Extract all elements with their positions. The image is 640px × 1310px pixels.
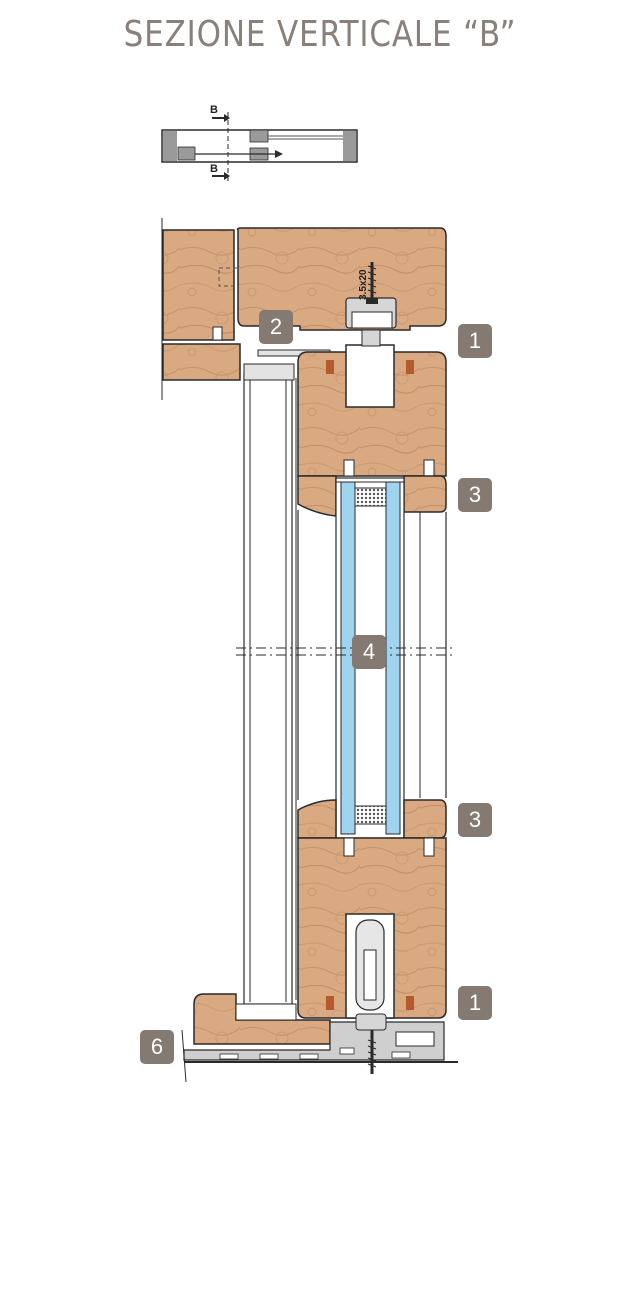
screw-top: [366, 262, 378, 304]
break-line: [236, 647, 452, 656]
sash-top-rail: [297, 329, 447, 517]
callout-2: 2: [259, 310, 293, 344]
callout-6: 6: [140, 1030, 174, 1064]
section-mark-top: B: [210, 104, 218, 116]
callout-1-top: 1: [458, 324, 492, 358]
threshold: [181, 993, 458, 1083]
sash-bottom-rail: [297, 799, 447, 1019]
callout-1-bottom: 1: [458, 986, 492, 1020]
callout-3-top: 3: [458, 478, 492, 512]
callout-3-bottom: 3: [458, 803, 492, 837]
wall-left: [161, 218, 254, 400]
page-title: SEZIONE VERTICALE “B”: [123, 14, 517, 55]
key-plan: B B: [161, 104, 358, 182]
screw-label: 3.5x20: [358, 269, 369, 300]
callout-4: 4: [352, 635, 386, 669]
top-header-beam: 3.5x20: [236, 227, 447, 331]
section-mark-bottom: B: [210, 163, 218, 175]
fixed-glass-frame: [243, 349, 331, 1005]
